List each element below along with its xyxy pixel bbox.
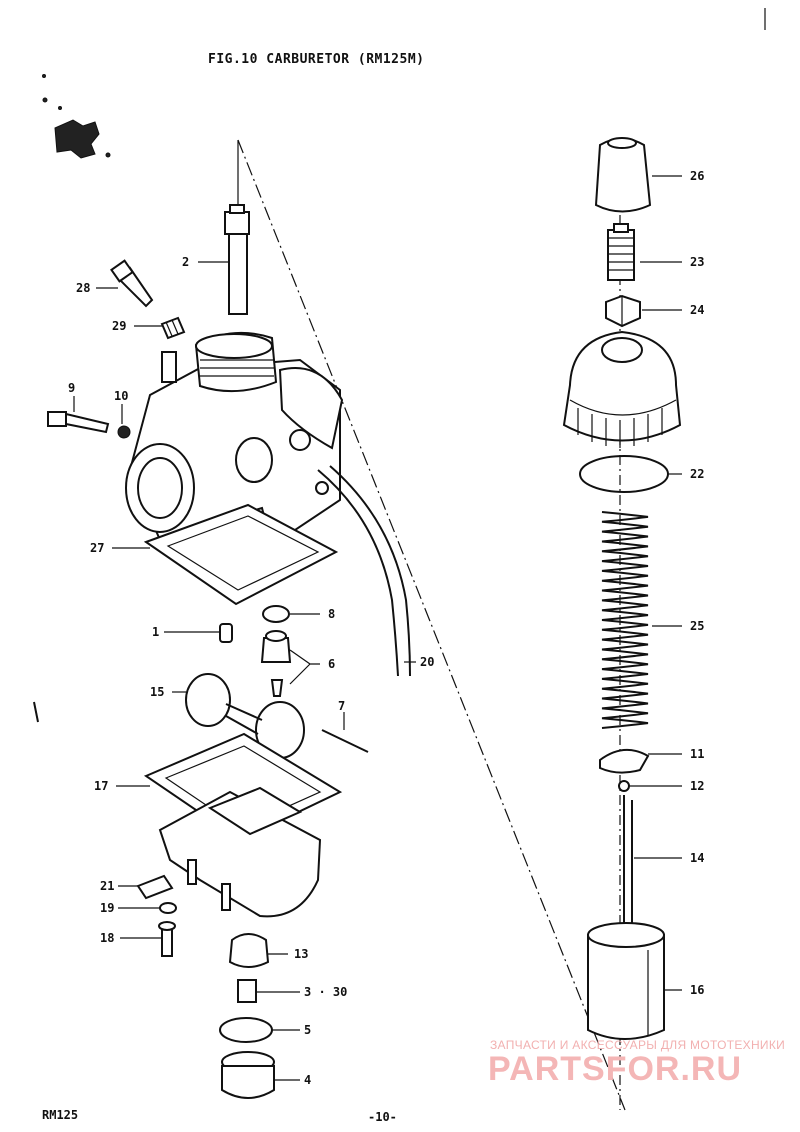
leader-lines xyxy=(73,175,682,1081)
part-mixing-chamber-top xyxy=(562,330,682,448)
callout-11: 11 xyxy=(690,747,704,761)
callout-15: 15 xyxy=(150,685,164,699)
part-12-clip xyxy=(618,780,630,792)
callout-23: 23 xyxy=(690,255,704,269)
callout-9: 9 xyxy=(68,381,75,395)
callout-17: 17 xyxy=(94,779,108,793)
part-3-main-jet xyxy=(237,979,257,1003)
part-13-cap xyxy=(228,933,270,968)
part-28-screw xyxy=(110,259,154,308)
part-5-o-ring xyxy=(219,1017,273,1043)
callout-25: 25 xyxy=(690,619,704,633)
figure-title: FIG.10 CARBURETOR (RM125M) xyxy=(208,52,425,67)
part-14-jet-needle xyxy=(623,795,633,945)
callout-16: 16 xyxy=(690,983,704,997)
part-26-cap xyxy=(594,137,652,213)
part-18-screw xyxy=(158,921,176,957)
part-25-spring xyxy=(601,511,649,729)
callout-5: 5 xyxy=(304,1023,311,1037)
part-carburetor-body xyxy=(125,331,344,562)
callout-1: 1 xyxy=(152,625,159,639)
stray-mark xyxy=(33,701,39,723)
part-19-washer xyxy=(159,902,177,914)
part-15-float xyxy=(185,673,305,759)
callout-14: 14 xyxy=(690,851,704,865)
part-23-adjuster xyxy=(607,223,635,281)
part-2-holder xyxy=(224,204,250,315)
part-16-throttle-valve xyxy=(587,922,665,1040)
watermark-logo: PARTSFOR.RU xyxy=(488,1050,743,1088)
part-24-nut xyxy=(605,294,641,328)
callout-4: 4 xyxy=(304,1073,311,1087)
part-8-ring xyxy=(262,605,290,623)
callout-7: 7 xyxy=(338,699,345,713)
callout-2: 2 xyxy=(182,255,189,269)
part-29-screw xyxy=(160,316,186,340)
callout-20: 20 xyxy=(420,655,434,669)
part-1-jet xyxy=(219,623,233,643)
ink-smudge xyxy=(42,74,111,159)
callout-18: 18 xyxy=(100,931,114,945)
part-10-nut xyxy=(117,425,131,439)
callout-28: 28 xyxy=(76,281,90,295)
callout-8: 8 xyxy=(328,607,335,621)
callout-12: 12 xyxy=(690,779,704,793)
part-20-hose-edge xyxy=(329,465,411,677)
part-9-bolt xyxy=(47,411,110,434)
part-4-plug xyxy=(221,1051,275,1099)
callout-26: 26 xyxy=(690,169,704,183)
callout-24: 24 xyxy=(690,303,704,317)
part-27-gasket xyxy=(143,503,339,606)
watermark-tagline: ЗАПЧАСТИ И АКСЕССУАРЫ ДЛЯ МОТОТЕХНИКИ xyxy=(490,1038,786,1052)
callout-19: 19 xyxy=(100,901,114,915)
callout-3-30: 3 · 30 xyxy=(304,985,347,999)
part-6-needle-valve xyxy=(260,630,292,697)
callout-29: 29 xyxy=(112,319,126,333)
callout-10: 10 xyxy=(114,389,128,403)
callout-27: 27 xyxy=(90,541,104,555)
alignment-line xyxy=(237,139,626,1111)
callout-6: 6 xyxy=(328,657,335,671)
part-22-o-ring xyxy=(579,455,669,493)
part-11-plate xyxy=(599,749,650,774)
callout-22: 22 xyxy=(690,467,704,481)
footer-page-number: -10- xyxy=(368,1110,397,1124)
footer-model: RM125 xyxy=(42,1108,79,1122)
part-float-chamber xyxy=(158,786,322,918)
part-7-pin xyxy=(321,729,369,753)
part-20-hose xyxy=(317,469,399,677)
callout-21: 21 xyxy=(100,879,114,893)
part-21-bracket xyxy=(136,874,174,900)
callout-13: 13 xyxy=(294,947,308,961)
